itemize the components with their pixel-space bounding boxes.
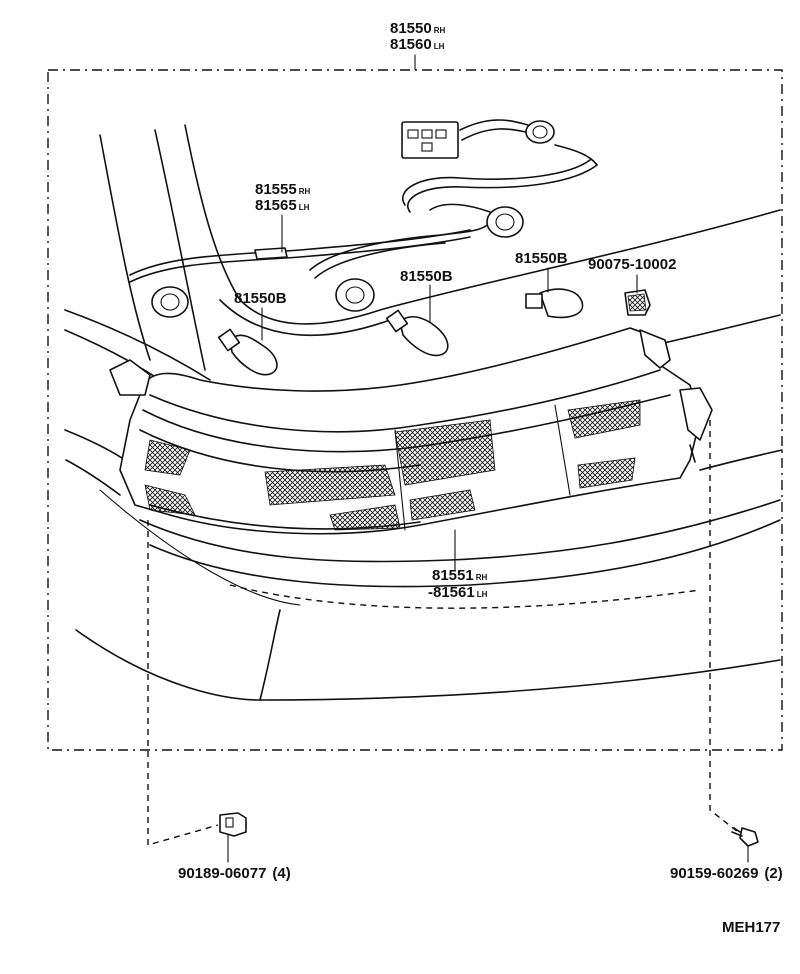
screw-icon (731, 827, 759, 847)
label-bulb-1: 81550B (234, 290, 287, 307)
bulb-icon (385, 309, 449, 357)
vehicle-body (64, 124, 783, 701)
lens-sections (144, 399, 641, 531)
leader-lines (147, 54, 749, 863)
label-nut: 90189-06077(4) (178, 865, 291, 882)
clip-icon (624, 289, 651, 316)
label-clip: 90075-10002 (588, 256, 676, 273)
connector-icon (401, 121, 459, 159)
nut-icon (219, 812, 247, 837)
socket-icon (151, 120, 555, 318)
bulb-icon (525, 288, 584, 319)
label-screw: 90159-60269(2) (670, 865, 783, 882)
diagram-code: MEH177 (722, 919, 780, 936)
bulb-icon (217, 328, 278, 376)
label-bulb-2: 81550B (400, 268, 453, 285)
label-bulb-3: 81550B (515, 250, 568, 267)
wire-harness (129, 119, 598, 283)
